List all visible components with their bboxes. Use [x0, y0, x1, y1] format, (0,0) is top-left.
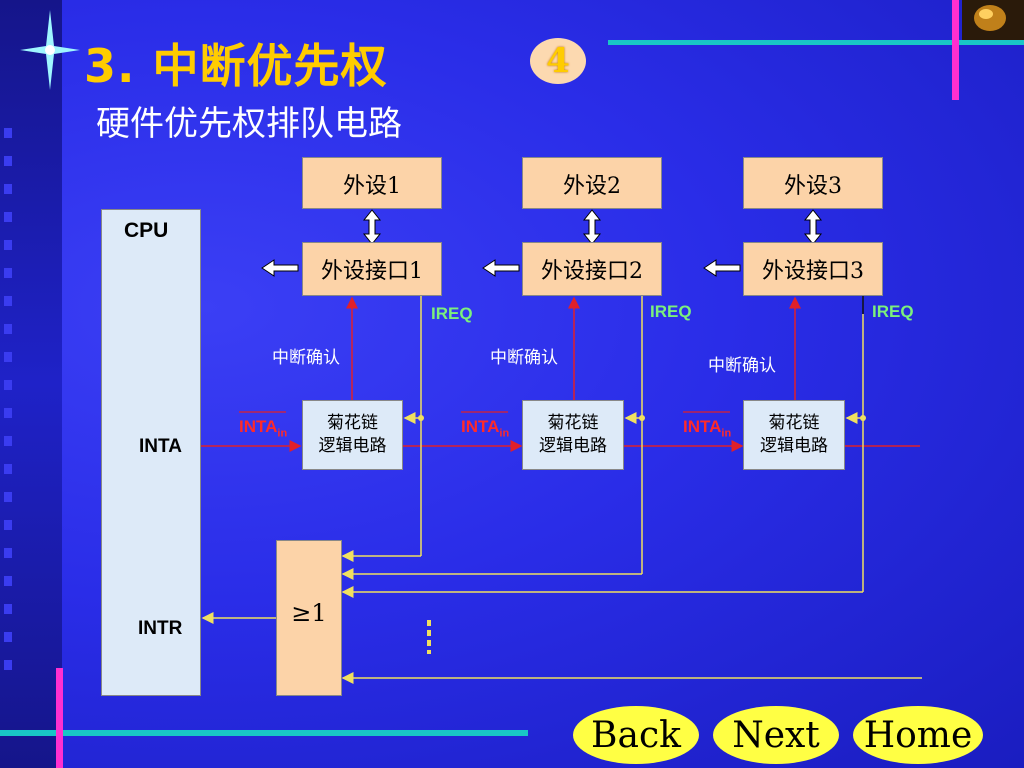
bottom-cyan-line [0, 730, 528, 736]
back-button[interactable]: Back [573, 706, 699, 764]
ireq-label-2: IREQ [650, 302, 692, 321]
top-magenta-bar [952, 0, 959, 100]
ireq-label-1: IREQ [431, 304, 473, 323]
cpu-block [101, 209, 201, 696]
page-badge: 4 [530, 38, 586, 84]
slide-title: 3. 中断优先权 [84, 39, 388, 93]
inta-label: INTA [139, 436, 182, 457]
globe-logo-icon [962, 0, 1024, 40]
sparkle-star-icon [20, 10, 80, 90]
daisy-chain-logic-1: 菊花链 逻辑电路 [302, 400, 403, 470]
next-button[interactable]: Next [713, 706, 839, 764]
slide-subtitle: 硬件优先权排队电路 [96, 104, 402, 144]
left-decor-stripe [0, 0, 62, 768]
peripheral-device-1: 外设1 [302, 157, 442, 209]
inta-in-label-2: INTAin [461, 417, 510, 440]
ack-label-3: 中断确认 [708, 356, 776, 376]
daisy-chain-logic-2: 菊花链 逻辑电路 [522, 400, 624, 470]
peripheral-interface-3: 外设接口3 [743, 242, 883, 296]
inta-in-label-1: INTAin [239, 417, 288, 440]
daisy-chain-logic-3: 菊花链 逻辑电路 [743, 400, 845, 470]
ireq-label-3: IREQ [872, 302, 914, 321]
home-button[interactable]: Home [853, 706, 983, 764]
peripheral-interface-1: 外设接口1 [302, 242, 442, 296]
peripheral-device-2: 外设2 [522, 157, 662, 209]
cpu-label: CPU [124, 219, 169, 242]
peripheral-device-3: 外设3 [743, 157, 883, 209]
intr-label: INTR [138, 618, 183, 639]
inta-in-label-3: INTAin [683, 417, 732, 440]
peripheral-interface-2: 外设接口2 [522, 242, 662, 296]
ack-label-2: 中断确认 [490, 348, 558, 368]
bottom-magenta-bar [56, 668, 63, 768]
ack-label-1: 中断确认 [272, 348, 340, 368]
top-cyan-line [608, 40, 1024, 45]
or-gate: ≥1 [276, 540, 342, 696]
